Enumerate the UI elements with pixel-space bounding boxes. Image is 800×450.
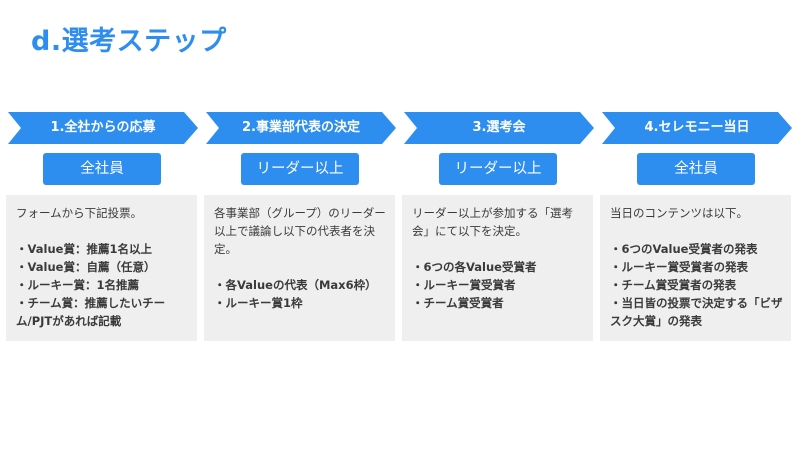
step-2-label: 2.事業部代表の決定 xyxy=(242,120,360,135)
card-item: ・チーム賞受賞者の発表 xyxy=(610,278,737,292)
step-1-card: フォームから下記投票。 ・Value賞：推薦1名以上 ・Value賞：自薦（任意… xyxy=(6,195,197,341)
step-3-card: リーダー以上が参加する「選考会」にて以下を決定。 ・6つの各Value受賞者 ・… xyxy=(402,195,593,341)
card-intro: リーダー以上が参加する「選考会」にて以下を決定。 xyxy=(412,206,573,238)
step-4-chevron: 4.セレモニー当日 xyxy=(602,112,792,144)
card-intro: フォームから下記投票。 xyxy=(16,206,143,220)
card-item: ・6つのValue受賞者の発表 xyxy=(610,242,758,256)
step-2-card: 各事業部（グループ）のリーダー以上で議論し以下の代表者を決定。 ・各Valueの… xyxy=(204,195,395,341)
chevron-shape xyxy=(8,112,198,144)
card-item: ・ルーキー賞受賞者の発表 xyxy=(610,260,748,274)
step-1-role-badge: 全社員 xyxy=(43,153,161,185)
page-title: d.選考ステップ xyxy=(31,26,227,57)
step-3-role-badge: リーダー以上 xyxy=(439,153,557,185)
card-item: ・ルーキー賞：1名推薦 xyxy=(16,278,140,292)
process-steps: 1.全社からの応募 2.事業部代表の決定 3.選考会 4.セレモニー当日 xyxy=(8,112,792,144)
card-item: ・ルーキー賞1枠 xyxy=(214,296,303,310)
step-4-card: 当日のコンテンツは以下。 ・6つのValue受賞者の発表 ・ルーキー賞受賞者の発… xyxy=(600,195,791,341)
step-4-role-badge: 全社員 xyxy=(637,153,755,185)
step-1-chevron: 1.全社からの応募 xyxy=(8,112,198,144)
card-item: ・6つの各Value受賞者 xyxy=(412,260,537,274)
step-4-label: 4.セレモニー当日 xyxy=(644,120,750,135)
card-item: ・ルーキー賞受賞者 xyxy=(412,278,516,292)
card-item: ・当日皆の投票で決定する「ビザスク大賞」の発表 xyxy=(610,296,783,328)
card-intro: 各事業部（グループ）のリーダー以上で議論し以下の代表者を決定。 xyxy=(214,206,386,256)
card-item: ・Value賞：推薦1名以上 xyxy=(16,242,152,256)
step-1-label: 1.全社からの応募 xyxy=(50,120,156,135)
step-3-chevron: 3.選考会 xyxy=(404,112,594,144)
chevron-shape xyxy=(404,112,594,144)
step-3-label: 3.選考会 xyxy=(472,120,526,135)
card-item: ・Value賞：自薦（任意） xyxy=(16,260,156,274)
chevron-shape xyxy=(206,112,396,144)
card-item: ・チーム賞受賞者 xyxy=(412,296,504,310)
chevron-shape xyxy=(602,112,792,144)
step-2-role-badge: リーダー以上 xyxy=(241,153,359,185)
card-item: ・各Valueの代表（Max6枠） xyxy=(214,278,377,292)
step-2-chevron: 2.事業部代表の決定 xyxy=(206,112,396,144)
card-intro: 当日のコンテンツは以下。 xyxy=(610,206,748,220)
card-item: ・チーム賞：推薦したいチーム/PJTがあれば記載 xyxy=(16,296,166,328)
